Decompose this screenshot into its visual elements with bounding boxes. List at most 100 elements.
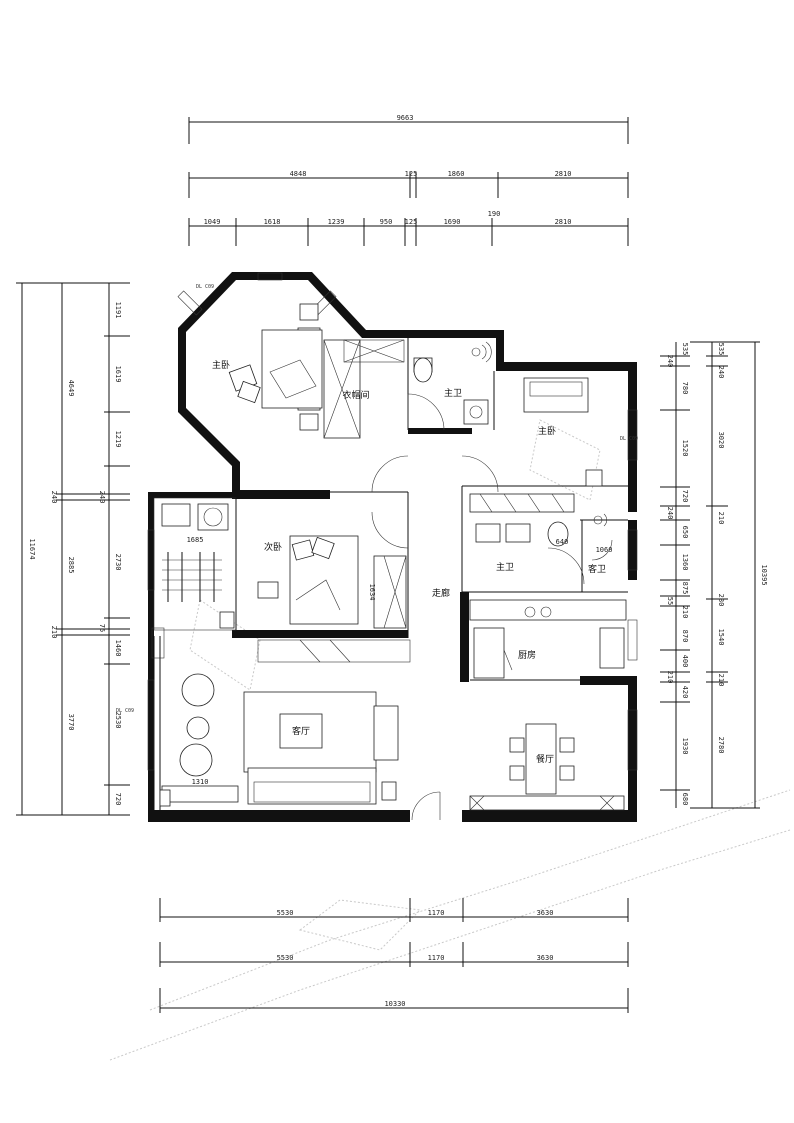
kitchen-counter-top [469, 599, 627, 621]
dim-left-in-5: 75 [98, 624, 106, 632]
dim-right-in-4: 720 [681, 490, 689, 503]
dim-right-in-16: 680 [681, 793, 689, 806]
coffee-table [279, 713, 323, 749]
sofa [247, 767, 377, 805]
room-labels: 主卧 衣帽间 主卫 主卧 次卧 主卫 客卫 走廊 厨房 客厅 餐厅 [212, 359, 606, 765]
dim-left-mid-0: 4649 [67, 380, 75, 397]
dim-left-in-7: 2530 [114, 712, 122, 729]
label-cloakroom: 衣帽间 [342, 389, 369, 401]
bottom-dimensions: 5530 1170 3630 5530 1170 3630 10330 [159, 898, 629, 1013]
window-tag-1: DL C09 [196, 284, 214, 290]
washer [197, 503, 229, 531]
window-tag-2: DL C09 [620, 436, 638, 442]
dim-left-mid-1: 240 [50, 491, 58, 504]
dim-left-in-3: 240 [98, 491, 106, 504]
windows: DL C09 DL C09 DL C09 [116, 272, 638, 771]
dim-right-in-9: 55 [666, 597, 674, 605]
dim-bottom-r1-1: 1170 [428, 909, 445, 917]
entry-bench [161, 785, 239, 803]
dim-right-mid-3: 210 [717, 512, 725, 525]
shower-guest [593, 515, 603, 525]
door-entry [411, 791, 441, 821]
dim-right-mid-0: 535 [717, 343, 725, 356]
second-closet [373, 555, 407, 629]
dim-top-r3-3: 950 [380, 218, 393, 226]
lounge-chairs [179, 673, 215, 777]
dim-right-in-6: 650 [681, 526, 689, 539]
basin-2 [505, 523, 531, 543]
dim-bottom-r1-2: 3630 [537, 909, 554, 917]
door-master-bath [407, 393, 445, 431]
label-guest-bath: 客卫 [588, 563, 606, 575]
dim-top-overall: 9663 [397, 114, 414, 122]
basin-1 [475, 523, 501, 543]
dim-top-r3-1: 1618 [264, 218, 281, 226]
wardrobe-rails [162, 552, 222, 602]
dim-left-in-6: 1460 [114, 640, 122, 657]
dim-right-in-12: 400 [681, 655, 689, 668]
dim-right-in-1: 240 [666, 355, 674, 368]
dim-right-in-0: 535 [681, 343, 689, 356]
dim-right-outer: 10395 [760, 564, 768, 585]
dim-top-r2-3: 2810 [555, 170, 572, 178]
dim-wardrobe: 1685 [187, 536, 204, 544]
furniture: 1685 1634 [159, 303, 627, 811]
label-corridor: 走廊 [432, 587, 450, 599]
dim-right-mid-4: 280 [717, 594, 725, 607]
window-tag-3: DL C09 [116, 708, 134, 714]
bath-unit-left [161, 503, 191, 527]
master-bed [261, 329, 323, 409]
dining-table [525, 723, 557, 795]
label-main-bath: 主卫 [496, 561, 514, 573]
dim-right-in-14: 420 [681, 686, 689, 699]
dim-bench: 1310 [192, 778, 209, 786]
dim-top-r2-2: 1860 [448, 170, 465, 178]
dim-right-mid-7: 2780 [717, 737, 725, 754]
dim-right-in-3: 1520 [681, 440, 689, 457]
dim-right-in-13: 210 [666, 671, 674, 684]
label-dining: 餐厅 [536, 753, 554, 765]
dim-right-mid-5: 1540 [717, 629, 725, 646]
doors [371, 393, 613, 821]
dim-top-r3-5: 1690 [444, 218, 461, 226]
dim-top-r2-1: 125 [405, 170, 418, 178]
dim-top-r3-6: 2810 [555, 218, 572, 226]
door-ne-bedroom [461, 455, 499, 493]
door-guest-bath [591, 539, 613, 561]
toilet-main [547, 521, 569, 547]
dim-top-r3-4: 125 [405, 218, 418, 226]
dim-right-in-2: 780 [681, 382, 689, 395]
label-master-bedroom: 主卧 [212, 359, 230, 371]
dim-top-r3-0: 1049 [204, 218, 221, 226]
ne-desk [523, 377, 589, 413]
watermark-pattern [109, 419, 791, 1061]
label-living: 客厅 [292, 725, 310, 737]
dim-left-in-8: 720 [114, 793, 122, 806]
dim-left-mid-3: 210 [50, 626, 58, 639]
dim-right-mid-1: 240 [717, 366, 725, 379]
dim-right-in-5: 240 [666, 507, 674, 520]
dim-bottom-overall: 10330 [384, 1000, 405, 1008]
dim-right-mid-6: 210 [717, 674, 725, 687]
kitchen-counter-right [599, 627, 625, 669]
dim-right-mid-2: 3020 [717, 432, 725, 449]
sideboard [469, 795, 625, 811]
dim-top-r2-0: 4848 [290, 170, 307, 178]
dim-left-mid-2: 2885 [67, 557, 75, 574]
label-ne-bedroom: 主卧 [538, 425, 556, 437]
rug [243, 691, 377, 773]
top-dimensions: 9663 4848 125 1860 2810 1049 1618 1239 9… [188, 114, 629, 246]
left-dimensions: 11674 4649 240 2885 210 3770 1191 1619 1… [16, 282, 130, 816]
armchair-master [228, 364, 261, 404]
armchair-living [373, 705, 399, 761]
dim-right-in-7: 1360 [681, 554, 689, 571]
ne-chair [585, 469, 603, 487]
dim-left-outer: 11674 [28, 538, 36, 559]
door-second-bedroom [371, 511, 409, 549]
basin-master [463, 399, 489, 425]
dim-left-in-4: 2730 [114, 554, 122, 571]
dim-right-in-8: 875 [681, 582, 689, 595]
right-dimensions: 10395 535 240 3020 210 280 1540 210 2780… [660, 341, 768, 809]
shower-master [471, 347, 481, 357]
